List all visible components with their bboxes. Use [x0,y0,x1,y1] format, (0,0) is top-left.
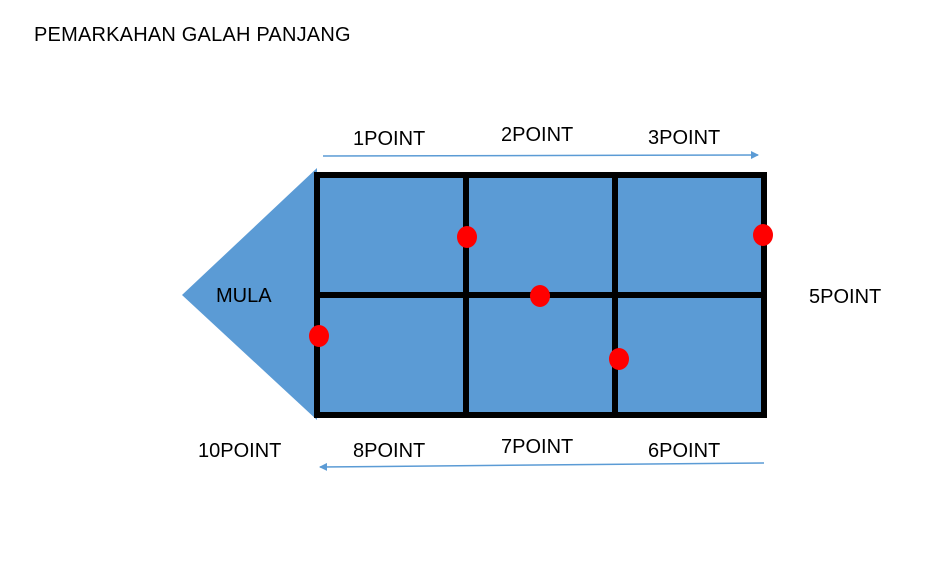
top-label-3: 3POINT [648,127,721,149]
bottom-direction-arrow [319,462,765,471]
guard-markers [309,224,773,370]
top-label-1: 1POINT [353,128,426,150]
marker-right-edge [753,224,773,246]
marker-col2-line [609,348,629,370]
top-label-2: 2POINT [501,124,574,146]
start-triangle [182,168,317,420]
bottom-label-6: 6POINT [648,440,721,462]
top-direction-arrow [322,151,759,160]
bottom-label-8: 8POINT [353,440,426,462]
marker-left-edge [309,325,329,347]
marker-center [530,285,550,307]
right-label: 5POINT [809,286,882,308]
page-title: PEMARKAHAN GALAH PANJANG [34,24,351,46]
marker-col1-line [457,226,477,248]
bottom-label-10: 10POINT [198,440,282,462]
bottom-label-7: 7POINT [501,436,574,458]
start-label: MULA [216,285,272,307]
